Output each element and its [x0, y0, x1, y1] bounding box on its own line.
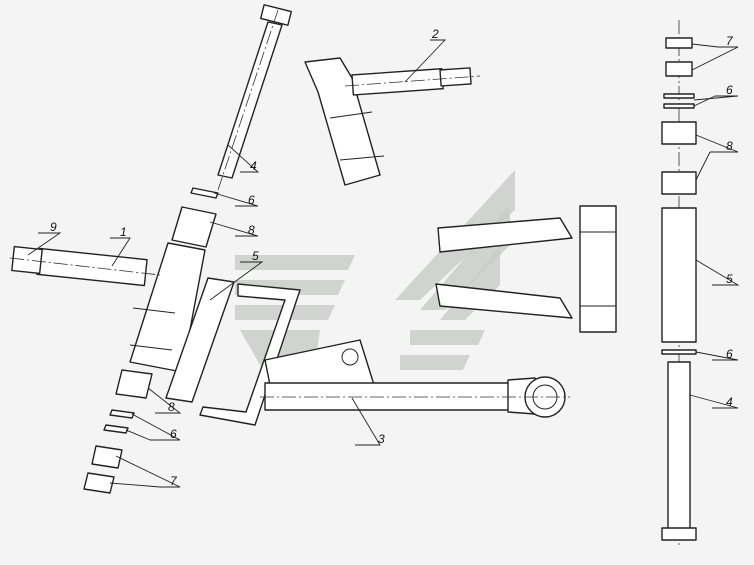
- callout-7-left: 7: [170, 474, 178, 488]
- part-3-lower-arm: [199, 283, 570, 426]
- watermark-logo: [235, 170, 515, 400]
- leader-lines: [27, 39, 740, 488]
- callout-5-right: 5: [726, 272, 733, 286]
- part-6-washer-lower: [103, 409, 135, 434]
- callout-6-right-upper: 6: [726, 83, 733, 97]
- part-1-knuckle: [9, 242, 206, 373]
- part-4-bolt-left: [217, 4, 292, 191]
- callout-4-right: 4: [726, 395, 733, 409]
- callouts: 1 2 3 4 4 5 5 6 6 6 6 7 7 8 8 8 9: [50, 27, 734, 488]
- part-6-washer-right-b: [663, 103, 695, 109]
- part-8-bushing-lower: [115, 369, 153, 399]
- callout-4-left: 4: [250, 159, 257, 173]
- callout-6-left-upper: 6: [248, 193, 255, 207]
- part-8-bushing-upper: [171, 206, 217, 248]
- callout-8-left-lower: 8: [168, 400, 175, 414]
- callout-9: 9: [50, 220, 57, 234]
- callout-8-left-upper: 8: [248, 223, 255, 237]
- part-7-nut-right-a: [665, 37, 693, 49]
- part-7-nut-right-b: [665, 61, 693, 77]
- callout-2: 2: [431, 27, 439, 41]
- part-6-washer-right-a: [663, 93, 695, 99]
- part-8-bushing-right-a: [661, 121, 697, 145]
- callout-7-right: 7: [726, 34, 734, 48]
- part-6-washer-upper: [190, 187, 219, 199]
- part-5-pin-left: [165, 277, 235, 403]
- callout-5-left: 5: [252, 249, 259, 263]
- callout-6-right-lower: 6: [726, 347, 733, 361]
- right-vertical-stack: [661, 20, 697, 545]
- part-6-washer-right-c: [661, 349, 697, 355]
- part-7-nut-left: [83, 445, 123, 494]
- callout-8-right: 8: [726, 139, 733, 153]
- part-2-knuckle: [304, 57, 481, 186]
- callout-3: 3: [378, 432, 385, 446]
- part-4-bolt-right: [667, 361, 691, 531]
- callout-1: 1: [120, 225, 127, 239]
- callout-6-left-lower: 6: [170, 427, 177, 441]
- part-5-pin-right: [661, 207, 697, 343]
- part-8-bushing-right-b: [661, 171, 697, 195]
- upper-arm-assembly: [435, 205, 617, 333]
